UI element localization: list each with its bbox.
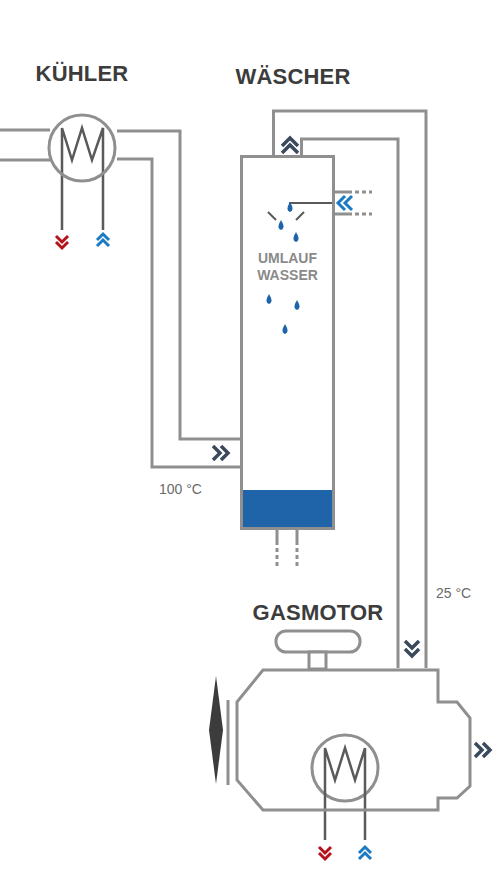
outlet-chevron [282, 138, 298, 153]
gas-engine: GASMOTOR [235, 668, 472, 812]
component-note: UMLAUF WASSER [252, 250, 324, 284]
pipe-wall [288, 125, 413, 668]
washer-drain [277, 530, 297, 566]
pipe-connector [288, 125, 420, 668]
drain-wall [296, 548, 299, 566]
pipe-wall [355, 213, 372, 216]
hot-out-chevron [319, 847, 331, 859]
cooler-node: KÜHLER [47, 113, 117, 183]
spray-line [290, 203, 335, 208]
drop [295, 300, 300, 310]
cold-in-chevron [97, 234, 109, 246]
component-title: KÜHLER [36, 61, 129, 87]
inlet-chevron [338, 196, 352, 210]
engine-outline [235, 668, 472, 812]
pipe-wall [355, 191, 372, 194]
pipe-bore [288, 125, 413, 668]
drop [294, 232, 299, 242]
intake-stem [309, 652, 326, 669]
drain-wall [276, 530, 279, 545]
drain-wall [276, 548, 279, 566]
pipe-connector [117, 145, 240, 460]
fan [209, 676, 223, 784]
cooler-pipe-left [0, 130, 50, 160]
washer-column: WÄSCHERUMLAUF WASSER [240, 155, 335, 530]
hot-out-chevron [56, 236, 68, 248]
drop [283, 324, 288, 334]
pipe-wall [0, 129, 50, 132]
flow-chevron [213, 446, 228, 460]
cold-in-chevron [359, 847, 371, 859]
water-inlet [268, 192, 372, 220]
pipe-bore [117, 145, 240, 453]
pipe-wall [117, 145, 240, 453]
water-sump [243, 490, 332, 528]
drop [288, 202, 293, 212]
flow-chevron [405, 641, 419, 656]
spray-nozzle [268, 212, 304, 220]
drop [279, 220, 284, 230]
fan-blade [209, 730, 223, 784]
pipe-wall [0, 159, 50, 162]
cooler-circle [49, 115, 115, 181]
air-intake [276, 631, 360, 652]
circle-outline [47, 113, 117, 183]
engine-coil [325, 748, 365, 840]
drop [267, 294, 272, 304]
fan-shaft [227, 700, 230, 785]
drain-wall [296, 530, 299, 545]
component-title: WÄSCHER [235, 64, 350, 90]
temperature-label: 100 °C [156, 480, 205, 498]
pipe-wall [335, 191, 352, 194]
temperature-label: 25 °C [433, 584, 474, 602]
exhaust-chevron [475, 743, 490, 757]
fan-blade [209, 676, 223, 730]
engine-body [237, 670, 470, 810]
pipe-wall [335, 213, 352, 216]
component-title: GASMOTOR [253, 600, 384, 626]
